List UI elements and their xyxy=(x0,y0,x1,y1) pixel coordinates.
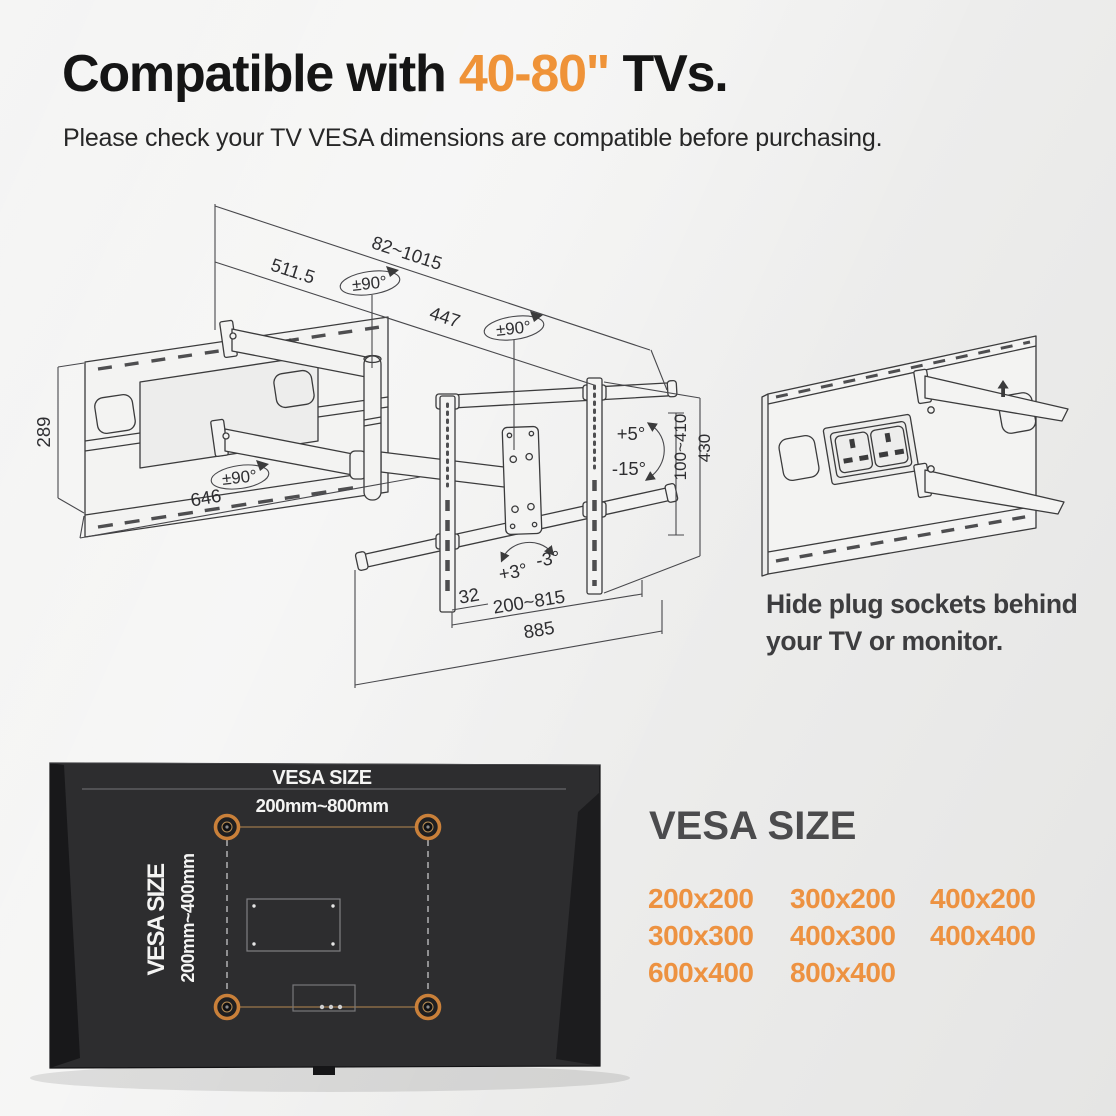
dim-arm-length-2: 447 xyxy=(427,302,463,332)
tv-stand-tab xyxy=(313,1066,335,1075)
rotation-arrow-icon xyxy=(386,266,399,277)
page-title: Compatible with 40-80" TVs. xyxy=(62,44,729,104)
dim-swivel-3: ±90° xyxy=(221,466,258,489)
tilt-arc xyxy=(644,422,665,481)
vesa-size-item: 400x200 xyxy=(930,883,1036,914)
lower-arm xyxy=(924,469,1065,515)
vesa-size-item: 200x200 xyxy=(648,883,754,914)
vesa-span-lines xyxy=(239,826,416,1008)
tv-vesa-range-top: 200mm~800mm xyxy=(256,795,389,816)
title-size-range: 40-80" xyxy=(458,45,611,103)
vesa-size-item: 300x300 xyxy=(648,920,754,951)
vesa-hole-markers xyxy=(213,813,442,1021)
rotation-arrow-icon xyxy=(256,460,269,471)
dim-swivel-1: ±90° xyxy=(351,272,388,295)
dim-tilt-up: +5° xyxy=(617,423,646,444)
tv-back-diagram: VESA SIZE 200mm~800mm VESA SIZE 200mm~40… xyxy=(30,762,630,1092)
dim-bracket-height: 430 xyxy=(695,434,714,462)
vesa-size-list: 200x200 300x200 400x200 300x300 400x300 … xyxy=(648,885,1080,987)
subtitle: Please check your TV VESA dimensions are… xyxy=(63,124,883,152)
vesa-size-item: 600x400 xyxy=(648,957,754,988)
vesa-size-heading: VESA SIZE xyxy=(649,804,857,848)
dimension-labels: 82~1015 511.5 447 ±90° ±90° ±90° 289 646… xyxy=(33,232,714,643)
vesa-size-item: 800x400 xyxy=(790,957,896,988)
upper-crossbar xyxy=(449,379,678,409)
tv-vesa-label-top: VESA SIZE xyxy=(272,767,371,789)
dim-height-adjustment: 100~410 xyxy=(671,414,690,481)
tv-connector-box xyxy=(292,984,356,1012)
vesa-adapter-plate xyxy=(501,425,543,536)
socket-caption-line1: Hide plug sockets behind xyxy=(766,589,1078,619)
wall-sockets xyxy=(822,413,920,486)
title-prefix: Compatible with xyxy=(62,45,459,103)
vesa-dashed-lines xyxy=(226,840,429,994)
dimension-lines xyxy=(57,204,701,688)
rotation-arrow-icon xyxy=(530,311,543,322)
pivot-post xyxy=(363,355,382,501)
dim-arm-length-1: 511.5 xyxy=(268,254,317,288)
tv-vesa-label-side: VESA SIZE xyxy=(143,863,170,975)
dim-plate-height: 289 xyxy=(33,417,54,448)
dim-level-minus: -3° xyxy=(534,546,561,571)
socket-caption: Hide plug sockets behind your TV or moni… xyxy=(766,586,1106,660)
vesa-size-item: 400x400 xyxy=(930,920,1036,951)
dim-level-plus: +3° xyxy=(497,559,529,585)
vesa-size-item: 400x300 xyxy=(790,920,896,951)
mount-dimension-diagram: 82~1015 511.5 447 ±90° ±90° ±90° 289 646… xyxy=(33,204,714,688)
dim-extension-range: 82~1015 xyxy=(369,232,444,274)
upper-arm xyxy=(924,375,1069,422)
swivel-symbols xyxy=(210,266,545,490)
tv-vesa-range-side: 200mm~400mm xyxy=(178,853,198,982)
tv-vesa-plate xyxy=(246,898,341,952)
dim-tilt-down: -15° xyxy=(612,458,646,479)
title-suffix: TVs. xyxy=(609,45,729,103)
dim-crossbar-length: 885 xyxy=(522,617,556,643)
arrow-up-icon xyxy=(997,380,1009,397)
dim-swivel-2: ±90° xyxy=(495,317,532,340)
vesa-size-item: 300x200 xyxy=(790,883,896,914)
socket-caption-line2: your TV or monitor. xyxy=(766,626,1003,656)
dim-rail-offset: 32 xyxy=(457,583,481,607)
tv-bracket-assembly xyxy=(354,377,679,613)
level-arc xyxy=(500,541,555,563)
plug-socket-diagram xyxy=(761,335,1069,577)
